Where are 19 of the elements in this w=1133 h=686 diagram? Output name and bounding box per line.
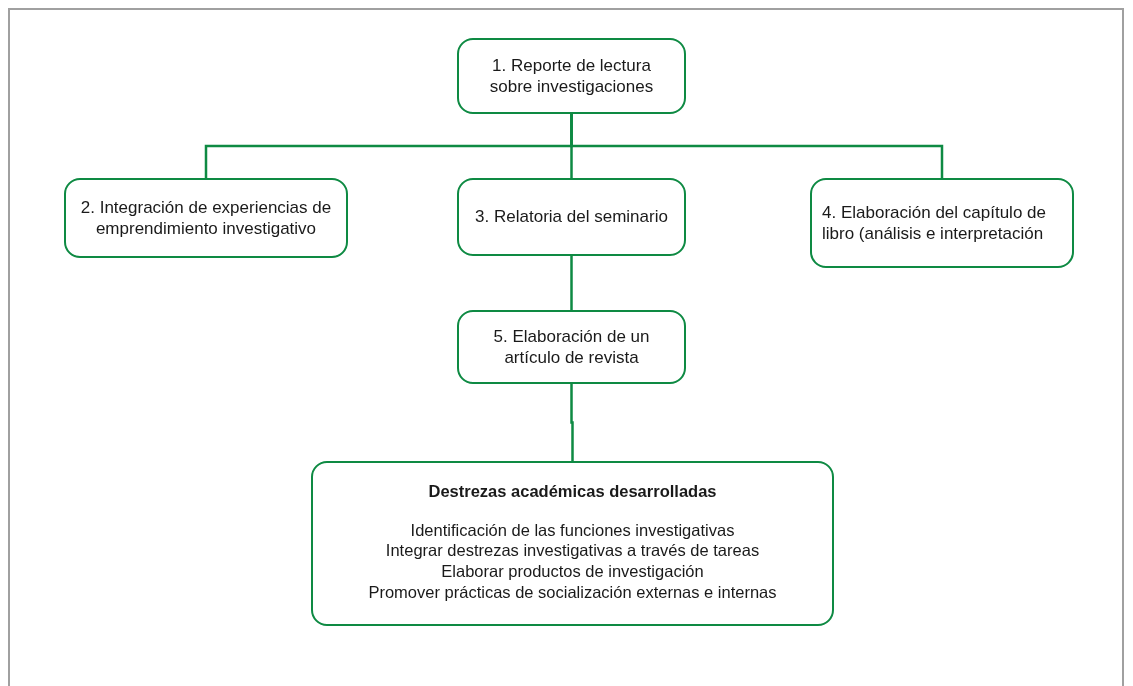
process-box — [64, 178, 348, 258]
box-label: 4. Elaboración del capítulo de libro (análisis e interpretación — [822, 201, 1047, 245]
list-item: Identificación de las funciones investigativas — [410, 519, 735, 541]
box-label: 5. Elaboración de un artículo de revista — [492, 325, 651, 369]
box-label: 3. Relatoria del seminario — [475, 206, 668, 228]
box-heading: Destrezas académicas desarrolladas — [428, 481, 717, 502]
list-item: Elaborar productos de investigación — [441, 560, 704, 582]
box-label: 2. Integración de experiencias de emprendimiento investigativo — [79, 196, 333, 240]
summary-box — [311, 461, 834, 626]
process-box — [810, 178, 1074, 268]
process-box — [457, 38, 686, 114]
process-box — [457, 178, 686, 256]
connector-line — [570, 256, 573, 310]
list-item: Integrar destrezas investigativas a través de tareas — [385, 540, 760, 561]
connector-line — [570, 114, 944, 178]
box-label: 1. Reporte de lectura sobre investigaciones — [488, 54, 655, 98]
list-item: Promover prácticas de socialización externas e internas — [368, 581, 777, 603]
connector-line — [570, 384, 574, 461]
process-box — [457, 310, 686, 384]
